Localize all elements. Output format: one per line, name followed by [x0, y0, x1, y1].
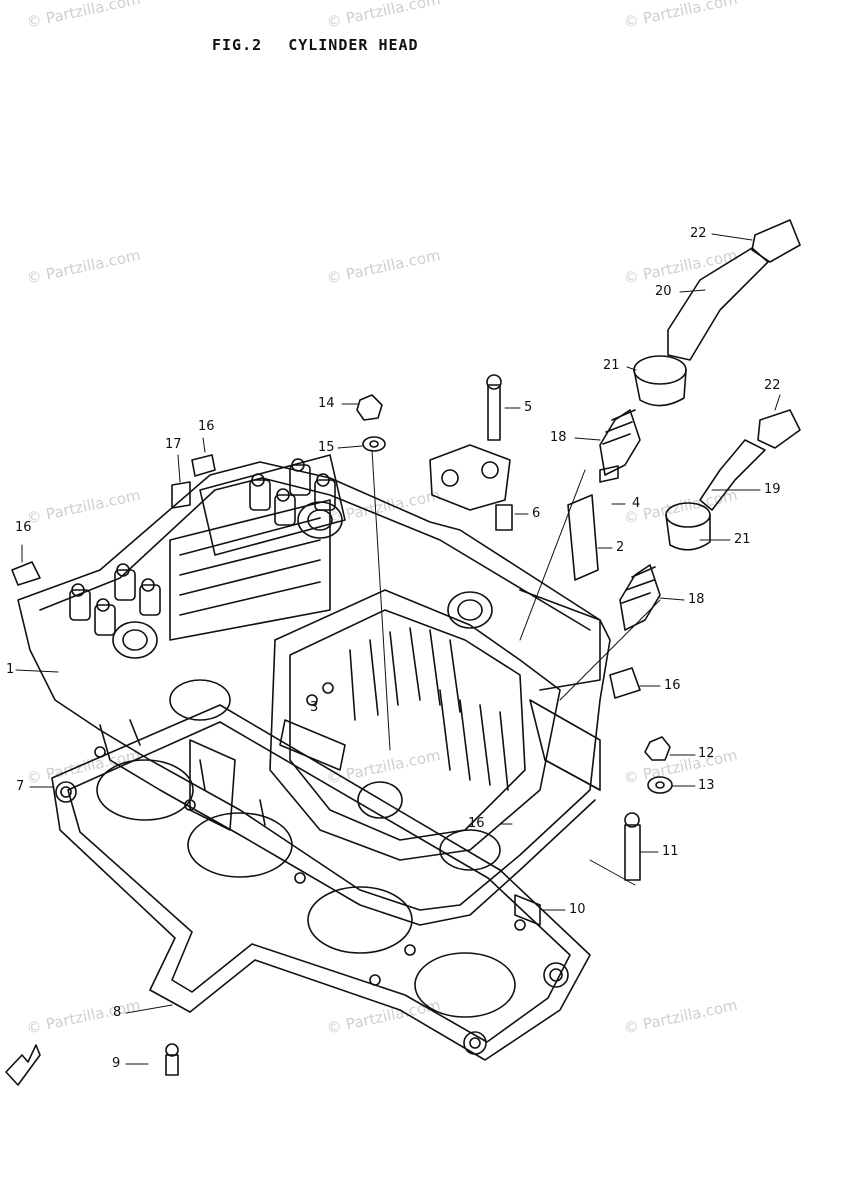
cap-22-upper	[751, 219, 801, 263]
figure-name: CYLINDER HEAD	[288, 36, 419, 54]
head-gasket	[51, 704, 591, 1061]
callout-20: 20	[655, 284, 672, 299]
bore-1	[96, 759, 194, 821]
callout-16-top: 16	[198, 419, 215, 434]
nut-14	[356, 394, 383, 421]
spark-plug-18-upper	[599, 409, 641, 476]
callout-12: 12	[698, 746, 715, 761]
lead-20	[667, 247, 769, 361]
washer-15	[362, 436, 386, 452]
callout-1: 1	[6, 662, 15, 677]
callout-6: 6	[532, 506, 541, 521]
leader-lines	[15, 233, 781, 1065]
bolt-11	[624, 824, 641, 881]
callout-16-center: 16	[468, 816, 485, 831]
grommet-21-upper	[633, 355, 687, 385]
callout-4: 4	[632, 496, 641, 511]
callout-16-right: 16	[664, 678, 681, 693]
plug-leads	[633, 219, 801, 551]
cam-cap	[429, 444, 511, 511]
callout-21-upper: 21	[603, 358, 620, 373]
callout-22-lower: 22	[764, 378, 781, 393]
right-small-parts	[5, 736, 673, 1086]
callout-15: 15	[318, 440, 335, 455]
callout-5: 5	[524, 400, 533, 415]
head-inner-pocket	[269, 589, 561, 861]
head-side-port	[189, 739, 236, 831]
washer-13	[647, 776, 673, 794]
callout-18-lower: 18	[688, 592, 705, 607]
dowel-10	[514, 894, 541, 926]
front-arrow-icon	[5, 1044, 41, 1086]
dowel-17	[171, 481, 191, 509]
cylinder-head	[17, 454, 611, 926]
callout-2: 2	[616, 540, 625, 555]
bore-4	[414, 952, 516, 1018]
callout-18-upper: 18	[550, 430, 567, 445]
spark-plugs	[599, 409, 661, 631]
bolt-9	[165, 1054, 179, 1076]
callout-8: 8	[113, 1005, 122, 1020]
callout-19: 19	[764, 482, 781, 497]
plug-16-right	[609, 667, 641, 699]
callout-16-left: 16	[15, 520, 32, 535]
stud-3	[279, 719, 346, 771]
callout-9: 9	[112, 1056, 121, 1071]
callout-14: 14	[318, 396, 335, 411]
head-bolt-studs	[69, 458, 336, 636]
valve-guide-2	[567, 494, 599, 581]
plug-16-far-left	[11, 561, 41, 586]
callout-11: 11	[662, 844, 679, 859]
bore-2	[187, 812, 293, 878]
plug-16-left	[191, 454, 216, 477]
clip-4	[599, 465, 619, 483]
callout-21-lower: 21	[734, 532, 751, 547]
callout-7: 7	[16, 779, 25, 794]
callout-10: 10	[569, 902, 586, 917]
figure-number: FIG.2	[212, 36, 263, 54]
callout-3: 3	[310, 700, 319, 715]
bore-3	[307, 886, 413, 954]
lead-19	[699, 439, 766, 511]
callout-22-upper: 22	[690, 226, 707, 241]
callout-13: 13	[698, 778, 715, 793]
cap-22-lower	[757, 409, 801, 449]
dowel-6	[495, 504, 513, 531]
nut-12	[644, 736, 671, 761]
grommet-21-lower	[665, 502, 711, 528]
callout-17: 17	[165, 437, 182, 452]
figure-title: FIG.2 CYLINDER HEAD	[212, 36, 419, 54]
upper-parts	[11, 374, 641, 699]
bolt-5	[487, 384, 501, 441]
